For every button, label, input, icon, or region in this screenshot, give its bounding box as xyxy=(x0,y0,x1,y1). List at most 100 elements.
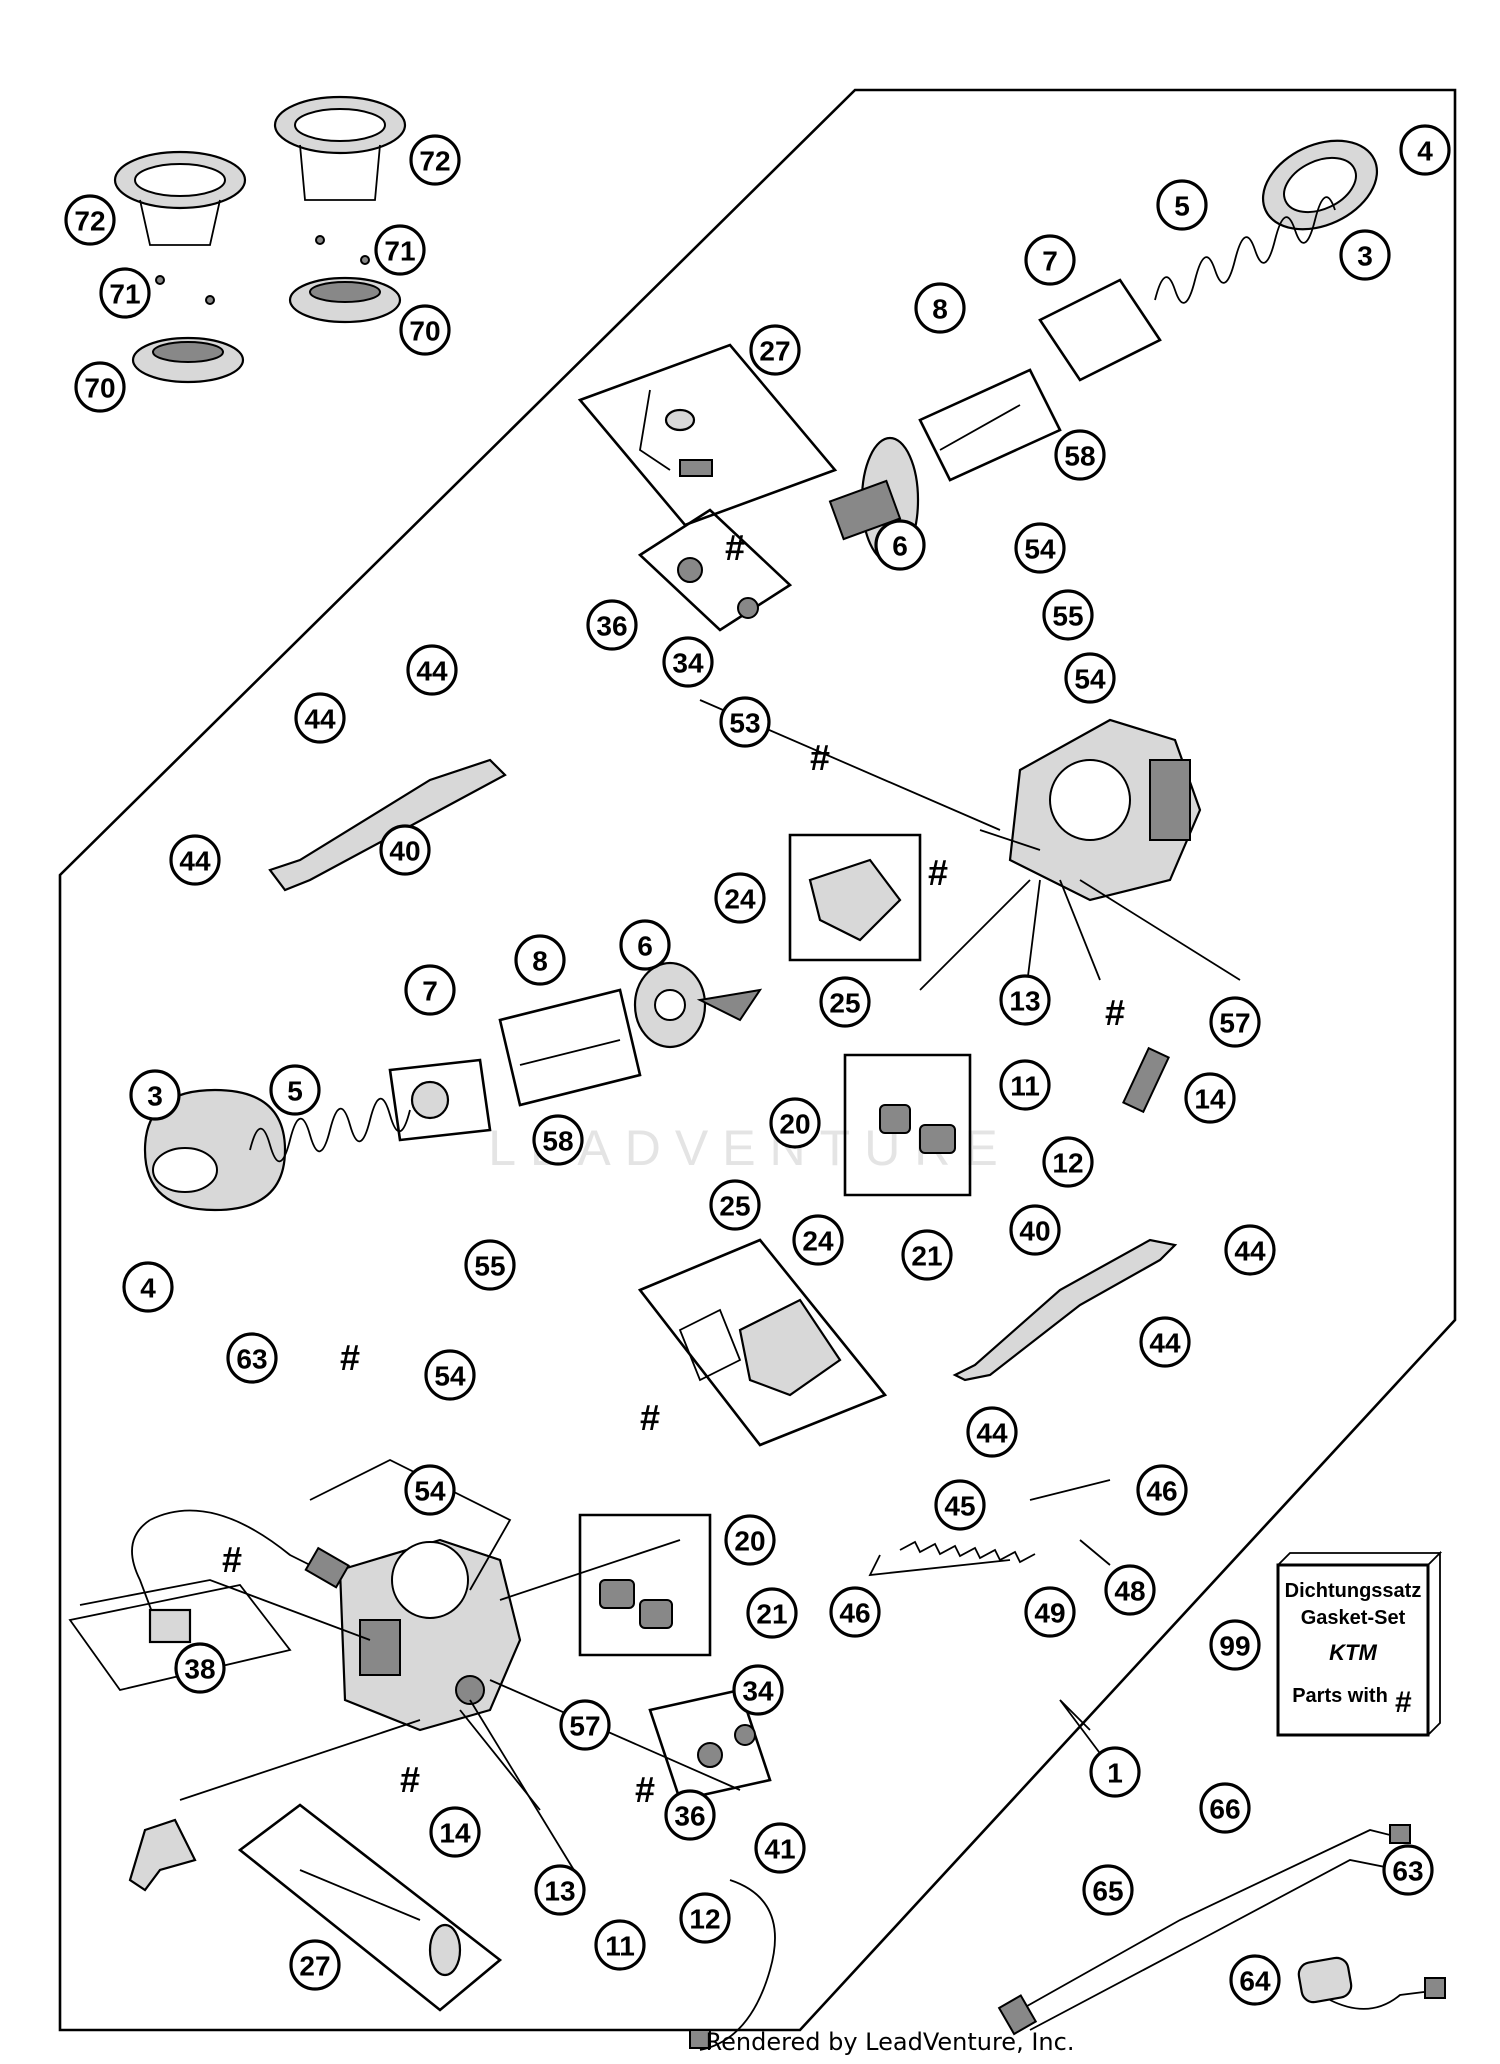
callout-5: 5 xyxy=(269,1064,321,1116)
callout-number: 45 xyxy=(944,1491,975,1522)
callout-number: 46 xyxy=(839,1598,870,1629)
callout-number: 34 xyxy=(742,1676,774,1707)
callout-54: 54 xyxy=(424,1349,476,1401)
spring-icon xyxy=(1154,196,1336,304)
callout-number: 25 xyxy=(829,988,860,1019)
callout-3: 3 xyxy=(129,1069,181,1121)
callout-99: 99 xyxy=(1209,1619,1261,1671)
callout-number: 44 xyxy=(416,656,448,687)
callout-number: 14 xyxy=(1194,1084,1226,1115)
callout-number: 58 xyxy=(542,1126,573,1157)
callout-number: 20 xyxy=(734,1526,765,1557)
diaphragm-box-7-upper xyxy=(1038,278,1162,382)
callout-number: 3 xyxy=(1357,241,1373,272)
return-spring-45 xyxy=(899,1540,1036,1564)
callout-12: 12 xyxy=(679,1892,731,1944)
callout-20: 20 xyxy=(724,1514,776,1566)
callout-number: 72 xyxy=(419,146,450,177)
callout-number: 41 xyxy=(764,1834,795,1865)
callout-number: 3 xyxy=(147,1081,163,1112)
callout-70: 70 xyxy=(399,304,451,356)
needle-box-8-left xyxy=(498,988,642,1107)
callout-number: 55 xyxy=(474,1251,505,1282)
callout-number: 6 xyxy=(637,931,653,962)
callout-5: 5 xyxy=(1156,179,1208,231)
hash-marker: # xyxy=(1105,992,1125,1033)
callout-71: 71 xyxy=(99,267,151,319)
callout-46: 46 xyxy=(829,1586,881,1638)
callout-number: 44 xyxy=(179,846,211,877)
callout-44: 44 xyxy=(169,834,221,886)
callout-55: 55 xyxy=(464,1239,516,1291)
callout-number: 53 xyxy=(729,708,760,739)
throttle-lever-40-upper xyxy=(268,758,507,892)
callout-1: 1 xyxy=(1089,1746,1141,1798)
hash-marker: # xyxy=(640,1397,660,1438)
callout-number: 8 xyxy=(932,294,948,325)
carburetor-body-icon xyxy=(338,1538,522,1732)
fitting-box-27-lower xyxy=(237,1803,503,2012)
callout-11: 11 xyxy=(594,1919,646,1971)
callout-number: 21 xyxy=(911,1241,942,1272)
callout-24: 24 xyxy=(714,872,766,924)
callout-number: 5 xyxy=(287,1076,303,1107)
callout-34: 34 xyxy=(662,636,714,688)
callout-7: 7 xyxy=(404,964,456,1016)
footer-credit: Rendered by LeadVenture, Inc. xyxy=(706,2028,1075,2056)
callout-number: 20 xyxy=(779,1109,810,1140)
callout-55: 55 xyxy=(1042,589,1094,641)
throttle-lever-40-right xyxy=(952,1238,1178,1382)
callout-number: 13 xyxy=(1009,986,1040,1017)
callout-54: 54 xyxy=(404,1464,456,1516)
callout-number: 13 xyxy=(544,1876,575,1907)
callout-3: 3 xyxy=(1339,229,1391,281)
callout-number: 54 xyxy=(414,1476,446,1507)
callout-number: 57 xyxy=(1219,1008,1250,1039)
callout-number: 58 xyxy=(1064,441,1095,472)
callout-number: 14 xyxy=(439,1818,471,1849)
callout-7: 7 xyxy=(1024,234,1076,286)
callout-21: 21 xyxy=(746,1587,798,1639)
callout-58: 58 xyxy=(532,1114,584,1166)
callout-number: 1 xyxy=(1107,1758,1123,1789)
gasket-kit-logo: KTM xyxy=(1329,1640,1377,1665)
callout-64: 64 xyxy=(1229,1954,1281,2006)
callout-number: 40 xyxy=(1019,1216,1050,1247)
fitting-box-27-upper xyxy=(577,343,838,527)
callout-number: 55 xyxy=(1052,601,1083,632)
cover-cap-icon xyxy=(1261,139,1379,231)
sensor-module-64 xyxy=(1297,1956,1446,2010)
callout-63: 63 xyxy=(226,1332,278,1384)
callout-number: 40 xyxy=(389,836,420,867)
gasket-kit-line2: Gasket-Set xyxy=(1301,1607,1406,1629)
callout-number: 44 xyxy=(1149,1328,1181,1359)
diaphragm-box-7-left xyxy=(388,1058,492,1142)
callout-number: 46 xyxy=(1146,1476,1177,1507)
wire-harness-icon xyxy=(997,1824,1421,2036)
callout-72: 72 xyxy=(64,194,116,246)
callout-66: 66 xyxy=(1199,1782,1251,1834)
spring-left xyxy=(249,1097,411,1163)
callout-number: 38 xyxy=(184,1654,215,1685)
callout-54: 54 xyxy=(1064,652,1116,704)
hash-marker: # xyxy=(810,737,830,778)
callout-number: 8 xyxy=(532,946,548,977)
gasket-kit-line1: Dichtungssatz xyxy=(1285,1580,1422,1602)
callout-number: 54 xyxy=(434,1361,466,1392)
callout-44: 44 xyxy=(1224,1224,1276,1276)
assembly-frame xyxy=(58,88,1457,2032)
gasket-kit-box: Dichtungssatz Gasket-Set KTM Parts with … xyxy=(1276,1550,1443,1737)
callout-number: 66 xyxy=(1209,1794,1240,1825)
cover-cap-left xyxy=(143,1088,287,1212)
callout-25: 25 xyxy=(709,1179,761,1231)
callout-number: 11 xyxy=(605,1931,635,1962)
callout-54: 54 xyxy=(1014,522,1066,574)
gasket-kit-line3: Parts with xyxy=(1292,1685,1388,1707)
callout-44: 44 xyxy=(294,692,346,744)
callout-46: 46 xyxy=(1136,1464,1188,1516)
callout-layer: 1334455667788111112121313141420202121242… xyxy=(64,124,1451,2006)
callout-40: 40 xyxy=(1009,1204,1061,1256)
callout-number: 70 xyxy=(409,316,440,347)
callout-6: 6 xyxy=(619,919,671,971)
callout-41: 41 xyxy=(754,1822,806,1874)
